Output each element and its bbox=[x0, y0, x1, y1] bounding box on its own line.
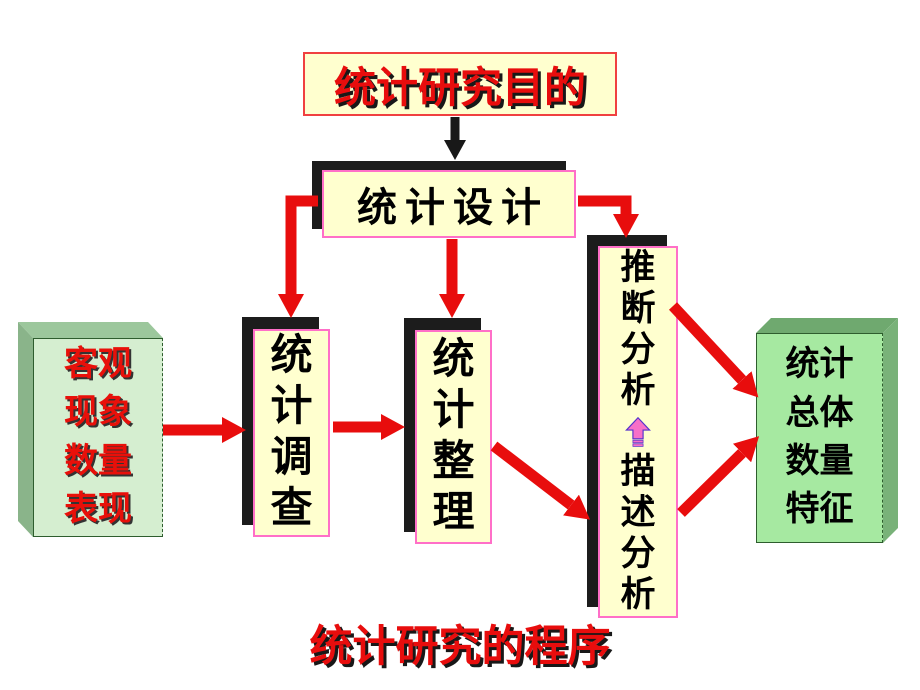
slide-caption: 统计研究的程序 bbox=[309, 624, 611, 671]
population-characteristics-cube: 统计 总体 数量 特征 bbox=[756, 318, 898, 543]
purpose-box-label: 统计研究目的 bbox=[333, 65, 586, 112]
survey-box-label: 统计调查 bbox=[270, 332, 313, 533]
arrow-analysis-to-characteristics-lower bbox=[677, 436, 760, 517]
design-box-label: 统计设计 bbox=[357, 185, 549, 230]
arrow-design-to-survey bbox=[278, 195, 318, 318]
purpose-box: 统计研究目的 bbox=[303, 52, 617, 116]
objective-phenomena-cube: 客观 现象 数量 表现 bbox=[18, 322, 163, 537]
cube-top-surface bbox=[756, 318, 898, 333]
population-characteristics-face: 统计 总体 数量 特征 bbox=[756, 333, 883, 543]
organize-box: 统计整理 bbox=[415, 330, 492, 544]
objective-phenomena-face: 客观 现象 数量 表现 bbox=[33, 338, 163, 537]
arrow-analysis-to-characteristics-upper bbox=[668, 302, 759, 398]
survey-box: 统计调查 bbox=[253, 329, 330, 537]
cube-side-surface bbox=[18, 322, 33, 537]
population-characteristics-text: 统计 总体 数量 特征 bbox=[785, 346, 854, 529]
up-block-arrow-icon bbox=[625, 416, 651, 447]
design-box: 统计设计 bbox=[322, 170, 576, 238]
arrow-organize-to-analysis bbox=[490, 441, 591, 520]
organize-box-label: 统计整理 bbox=[432, 336, 475, 537]
cube-top-surface bbox=[18, 322, 163, 338]
analysis-upper-label: 推断分析 bbox=[620, 248, 656, 410]
objective-phenomena-text: 客观 现象 数量 表现 bbox=[64, 345, 132, 528]
cube-side-surface bbox=[883, 318, 898, 543]
analysis-box: 推断分析 描述分析 bbox=[598, 246, 678, 618]
arrow-design-to-analysis bbox=[578, 195, 639, 238]
analysis-lower-label: 描述分析 bbox=[620, 452, 656, 615]
